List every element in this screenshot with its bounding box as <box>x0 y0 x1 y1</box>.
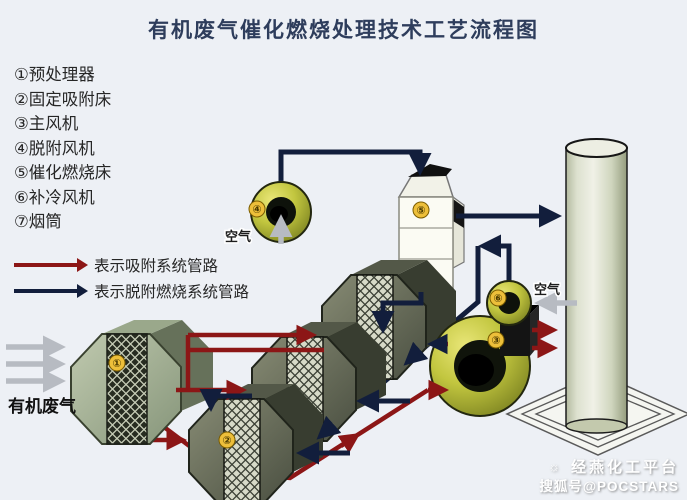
watermark: ☼ 经燕化工平台 搜狐号@POCSTARS <box>539 458 679 496</box>
adsorption-pipe-label: 表示吸附系统管路 <box>94 258 219 275</box>
marker-pre-processor: ① <box>112 358 121 370</box>
marker-desorption-fan: ④ <box>252 204 261 216</box>
marker-catalytic-bed: ⑤ <box>416 205 425 217</box>
marker-cooling-fan: ⑥ <box>493 293 502 305</box>
air-label-desorption-fan: 空气 <box>225 229 251 244</box>
pipe-legend: 表示吸附系统管路 表示脱附燃烧系统管路 <box>14 252 249 304</box>
inlet-arrows <box>6 214 577 393</box>
device-markers: ① ② ③ ④ ⑤ ⑥ <box>108 200 507 449</box>
sun-logo-icon: ☼ <box>548 459 563 474</box>
desorption-pipes-front <box>199 292 429 465</box>
legend-item-cooling-fan: ⑥补冷风机 <box>14 188 95 207</box>
page-title: 有机废气催化燃烧处理技术工艺流程图 <box>148 19 539 42</box>
device-legend: ①预处理器 ②固定吸附床 ③主风机 ④脱附风机 ⑤催化燃烧床 ⑥补冷风机 ⑦烟筒 <box>14 63 111 235</box>
desorption-pipe-label: 表示脱附燃烧系统管路 <box>94 284 250 301</box>
legend-item-chimney: ⑦烟筒 <box>14 213 62 231</box>
watermark-platform-text: 经燕化工平台 <box>570 459 679 476</box>
adsorption-outlet-arrows <box>426 319 559 401</box>
navy-arrow-icon <box>14 284 88 298</box>
pipe-legend-adsorption: 表示吸附系统管路 <box>14 252 249 278</box>
red-arrow-icon <box>14 258 88 272</box>
legend-item-desorption-fan: ④脱附风机 <box>14 139 95 158</box>
legend-item-pre-processor: ①预处理器 <box>14 66 95 84</box>
watermark-platform: ☼ 经燕化工平台 <box>539 458 679 477</box>
marker-adsorption-bed: ② <box>222 435 231 447</box>
legend-item-adsorption-bed: ②固定吸附床 <box>14 90 112 109</box>
air-label-cooling-fan: 空气 <box>534 282 560 297</box>
chimney-device <box>565 138 628 434</box>
watermark-account: 搜狐号@POCSTARS <box>539 479 679 494</box>
waste-gas-label: 有机废气 <box>8 396 76 416</box>
legend-item-catalytic-bed: ⑤催化燃烧床 <box>14 164 112 182</box>
pipe-legend-desorption: 表示脱附燃烧系统管路 <box>14 278 249 304</box>
legend-item-main-fan: ③主风机 <box>14 115 79 133</box>
pre-processor-device <box>70 320 213 445</box>
marker-main-fan: ③ <box>491 335 500 347</box>
